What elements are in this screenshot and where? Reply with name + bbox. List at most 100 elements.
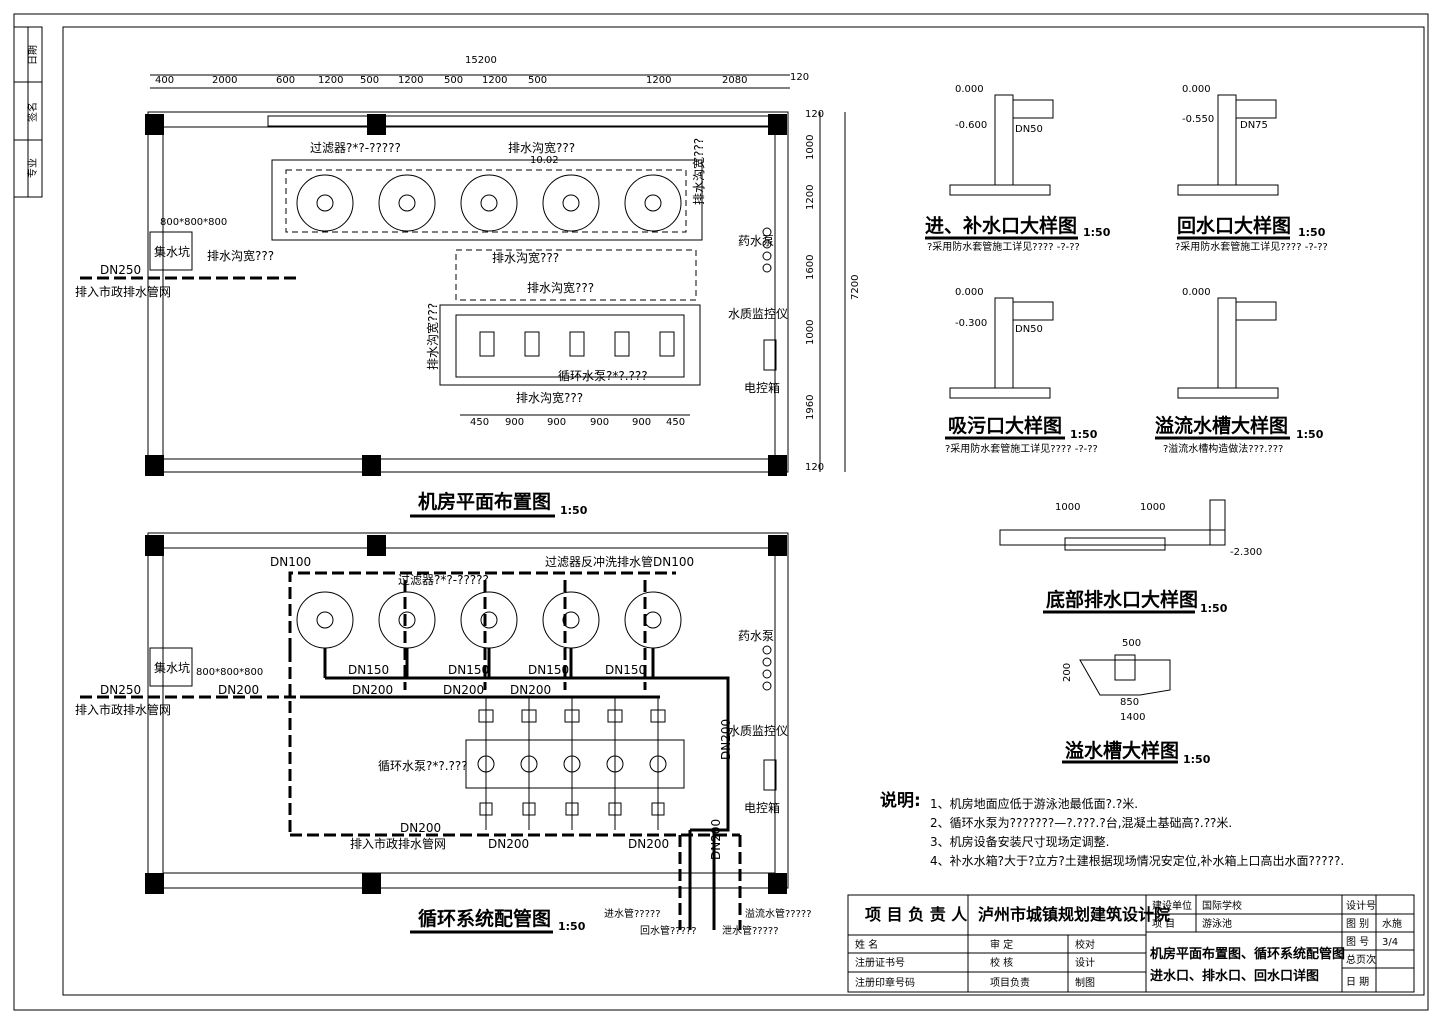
- note-3: 3、机房设备安装尺寸现场定调整.: [930, 834, 1109, 849]
- note-1: 1、机房地面应低于游泳池最低面?.?米.: [930, 796, 1138, 811]
- detail-suction-title: 吸污口大样图: [948, 414, 1062, 437]
- svg-text:DN50: DN50: [1015, 324, 1043, 335]
- svg-text:项 目: 项 目: [1152, 918, 1175, 930]
- svg-text:注册印章号码: 注册印章号码: [855, 976, 915, 989]
- dim: 1960: [805, 395, 816, 420]
- plan-filter-label: 过滤器?*?-?????: [310, 141, 401, 155]
- dim: 400: [155, 75, 174, 86]
- svg-text:日 期: 日 期: [1346, 976, 1369, 988]
- pipe-dn200-a: DN200: [218, 683, 259, 697]
- dim: 500: [360, 75, 379, 86]
- detail-inlet: 0.000 -0.600 DN50 进、补水口大样图 1:50 ?采用防水套管施…: [925, 84, 1111, 253]
- outer-frame: [13, 13, 1429, 1011]
- detail-overflow-trough: 500 200 850 1400 溢水槽大样图 1:50: [1062, 638, 1211, 766]
- svg-text:水施: 水施: [1382, 917, 1402, 930]
- svg-text:?溢流水槽构造做法???.???: ?溢流水槽构造做法???.???: [1163, 442, 1283, 455]
- svg-text:建设单位: 建设单位: [1152, 899, 1192, 912]
- svg-text:1:50: 1:50: [1298, 226, 1326, 239]
- dim: 450: [470, 417, 489, 428]
- pipe-dn150-c: DN150: [528, 663, 569, 677]
- pipe-filter-label: 过滤器?*?-?????: [398, 573, 489, 587]
- pipe-drain: 泄水管?????: [722, 924, 779, 937]
- plan-overall-height: 7200: [850, 275, 861, 300]
- pipe-pit-size: 800*800*800: [196, 667, 263, 678]
- side-strip: 日期 签名 专业: [13, 26, 43, 198]
- dim: 500: [528, 75, 547, 86]
- dim: 900: [547, 417, 566, 428]
- plan-pit-label: 集水坑: [154, 244, 190, 259]
- dim: 120: [805, 109, 824, 120]
- svg-text:制图: 制图: [1075, 976, 1095, 989]
- svg-text:游泳池: 游泳池: [1202, 917, 1232, 930]
- dim: 1200: [398, 75, 423, 86]
- dim: 1600: [805, 255, 816, 280]
- svg-text:-0.300: -0.300: [955, 318, 987, 329]
- svg-text:设计号: 设计号: [1346, 899, 1376, 912]
- plan-trench-left2: 排水沟宽???: [425, 303, 440, 370]
- plan-dose-pump: 药水泵: [738, 234, 774, 248]
- svg-text:1:50: 1:50: [1296, 428, 1324, 441]
- svg-text:姓 名: 姓 名: [855, 938, 878, 951]
- svg-text:0.000: 0.000: [1182, 287, 1211, 298]
- plan-trench-mid: 排水沟宽???: [492, 250, 559, 265]
- svg-text:DN75: DN75: [1240, 120, 1268, 131]
- dim: 120: [790, 72, 809, 83]
- inner-frame: [62, 26, 1425, 996]
- tb-drawing-title-1: 机房平面布置图、循环系统配管图: [1150, 946, 1345, 962]
- svg-text:3/4: 3/4: [1382, 937, 1398, 948]
- svg-text:1000: 1000: [1055, 502, 1080, 513]
- pipe-scale: 1:50: [558, 920, 586, 933]
- pipe-drain-to-2: 排入市政排水管网: [350, 836, 446, 851]
- title-block: 项 目 负 责 人 泸州市城镇规划建筑设计院 建设单位 国际学校 项 目 游泳池…: [847, 894, 1415, 993]
- pump-base: [455, 314, 685, 378]
- pipe-panel: 电控箱: [744, 800, 780, 815]
- dim: 2080: [722, 75, 747, 86]
- dim: 1000: [805, 320, 816, 345]
- dim: 900: [590, 417, 609, 428]
- plan-monitor: 水质监控仪: [728, 307, 788, 321]
- dim: 1200: [482, 75, 507, 86]
- detail-bottom-drain-title: 底部排水口大样图: [1046, 588, 1198, 611]
- pipe-dn250: DN250: [100, 683, 141, 697]
- svg-text:审 定: 审 定: [990, 938, 1013, 951]
- pipe-dn200-f: DN200: [488, 837, 529, 851]
- svg-text:0.000: 0.000: [955, 84, 984, 95]
- plan-trench-left: 排水沟宽???: [207, 248, 274, 263]
- dim: 2000: [212, 75, 237, 86]
- plan-pit-size: 800*800*800: [160, 217, 227, 228]
- svg-text:图 号: 图 号: [1346, 936, 1369, 948]
- svg-text:注册证书号: 注册证书号: [855, 956, 905, 969]
- svg-text:1:50: 1:50: [1183, 753, 1211, 766]
- pipe-pumps: [477, 697, 667, 830]
- svg-text:?采用防水套管施工详见???? -?-??: ?采用防水套管施工详见???? -?-??: [945, 442, 1098, 455]
- pipe-dn200-b: DN200: [352, 683, 393, 697]
- pipe-dose-pump: 药水泵: [738, 629, 774, 643]
- dim: 450: [666, 417, 685, 428]
- dim: 900: [632, 417, 651, 428]
- plan-pump-label: 循环水泵?*?.???: [558, 369, 648, 383]
- pipe-dn100: DN100: [270, 555, 311, 569]
- svg-text:-0.550: -0.550: [1182, 114, 1214, 125]
- plan-drain-to: 排入市政排水管网: [75, 284, 171, 299]
- pipe-pit: [149, 647, 193, 687]
- pipe-dn200-e: DN200: [400, 821, 441, 835]
- svg-text:国际学校: 国际学校: [1202, 899, 1242, 912]
- notes: 说明: 1、机房地面应低于游泳池最低面?.?米. 2、循环水泵为???????—…: [880, 790, 1344, 868]
- svg-text:总页次: 总页次: [1346, 953, 1376, 966]
- note-4: 4、补水水箱?大于?立方?土建根据现场情况安定位,补水箱上口高出水面?????.: [930, 853, 1344, 868]
- svg-text:DN50: DN50: [1015, 124, 1043, 135]
- detail-overflow-title: 溢流水槽大样图: [1155, 414, 1288, 437]
- tb-leader: 项 目 负 责 人: [865, 905, 968, 924]
- detail-return-title: 回水口大样图: [1177, 214, 1291, 237]
- machine-room-plan: 15200 400 2000 600 1200 500 1200 500 120…: [75, 55, 861, 518]
- dim: 1200: [318, 75, 343, 86]
- pipe-dn200-d: DN200: [510, 683, 551, 697]
- plan-pumps: [479, 331, 675, 357]
- plan-pit: [149, 231, 193, 271]
- plan-right-dims: 120 1000 1200 1600 1000 1960 120: [805, 109, 824, 473]
- dim: 1200: [646, 75, 671, 86]
- pipe-title: 循环系统配管图: [418, 907, 551, 930]
- pipe-dn150-d: DN150: [605, 663, 646, 677]
- pipe-filters: [296, 591, 682, 649]
